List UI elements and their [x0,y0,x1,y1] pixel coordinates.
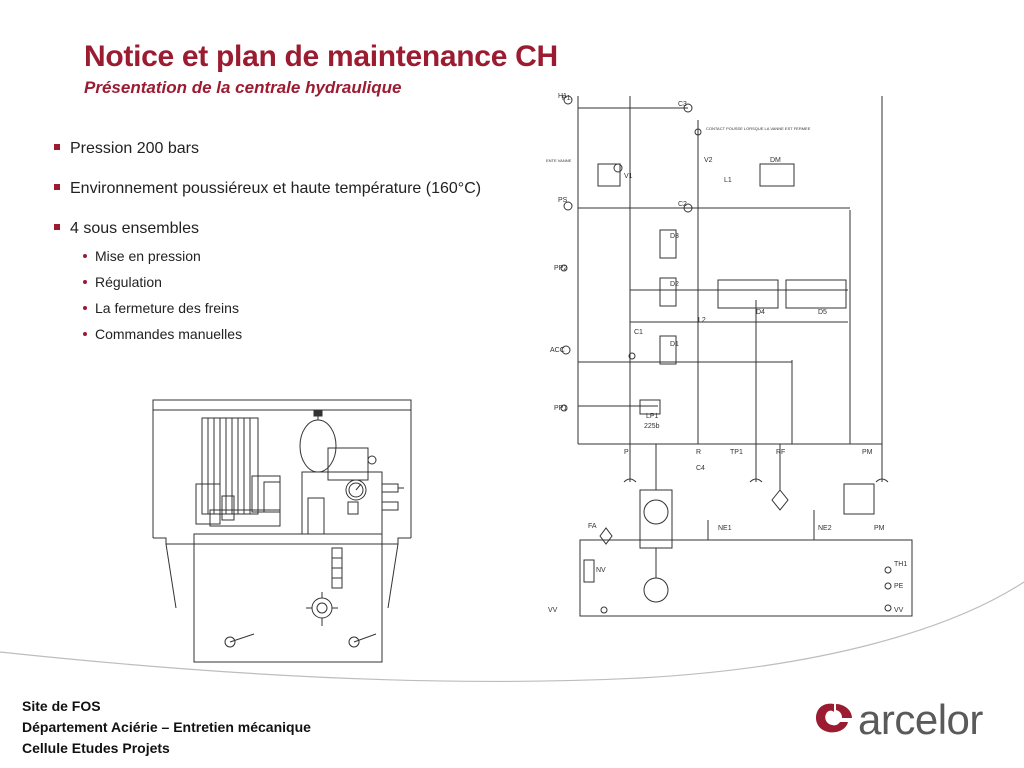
page-title: Notice et plan de maintenance CH [84,40,558,73]
schem-label-c4: C4 [696,465,705,472]
schem-label-ps: PS [558,197,568,204]
sub-bullet-item: Commandes manuelles [52,326,502,343]
schem-label-l2: L2 [698,317,706,324]
page-subtitle: Présentation de la centrale hydraulique [84,78,402,97]
bullet-environnement: Environnement poussiéreux et haute tempé… [52,178,502,199]
footer-block: Site de FOS Département Aciérie – Entret… [22,696,311,759]
hydraulic-unit-drawing [152,399,412,663]
arcelor-logo-icon [816,703,852,733]
schem-label-ne1: NE1 [718,525,732,532]
schem-label-acc: ACC [550,347,565,354]
schem-label-ne2: NE2 [818,525,832,532]
schem-label-c2: C2 [678,201,687,208]
schem-label-pm: PM [874,525,885,532]
schem-label-pm-top: PM [862,449,873,456]
sub-bullet-list: Mise en pression Régulation La fermeture… [52,248,502,343]
schem-label-pe: PE [894,583,904,590]
schem-label-tp1: TP1 [730,449,743,456]
schem-label-vv-left: VV [548,607,558,614]
schem-label-d2: D2 [670,281,679,288]
schem-label-r: R [696,449,701,456]
schem-label-v1: V1 [624,173,633,180]
footer-department: Département Aciérie – Entretien mécaniqu… [22,719,311,735]
schem-label-th1: TH1 [894,561,907,568]
schem-label-p1: P1 [562,95,571,102]
footer-cell: Cellule Etudes Projets [22,740,170,756]
schem-label-d5: D5 [818,309,827,316]
schem-label-vv-right: VV [894,607,904,614]
schem-label-pp1: PP1 [554,405,567,412]
arcelor-logo-text: arcelor [858,696,983,743]
schem-label-rf: RF [776,449,785,456]
schem-label-p: P [624,449,629,456]
schem-label-lp1: LP1 [646,413,659,420]
schem-label-225b: 225b [644,423,660,430]
schem-label-l1: L1 [724,177,732,184]
schem-label-h1: H1 [558,93,567,100]
schem-label-c1: C1 [634,329,643,336]
schem-label-fa: FA [588,523,597,530]
sub-bullet-item: La fermeture des freins [52,300,502,317]
schem-label-c3: C3 [678,101,687,108]
bullet-list: Pression 200 bars Environnement poussiér… [52,138,502,343]
schem-label-d3: D3 [670,233,679,240]
schem-label-d1: D1 [670,341,679,348]
sub-bullet-item: Régulation [52,274,502,291]
schem-label-d4: D4 [756,309,765,316]
schem-label-dm: DM [770,157,781,164]
sub-bullet-item: Mise en pression [52,248,502,265]
footer-site: Site de FOS [22,698,101,714]
schem-label-nv: NV [596,567,606,574]
bullet-pression: Pression 200 bars [52,138,502,159]
hydraulic-schematic: H1 C3 CONTACT POUSSE LORSQUE LA VANNE ES… [546,93,913,617]
schem-label-ente-vanne: ENTE VANNE [546,158,572,163]
schem-contact-note: CONTACT POUSSE LORSQUE LA VANNE EST FERM… [706,126,811,131]
schem-label-v2: V2 [704,157,713,164]
schem-label-pp2: PP2 [554,265,567,272]
bullet-sous-ensembles: 4 sous ensembles [52,218,502,239]
